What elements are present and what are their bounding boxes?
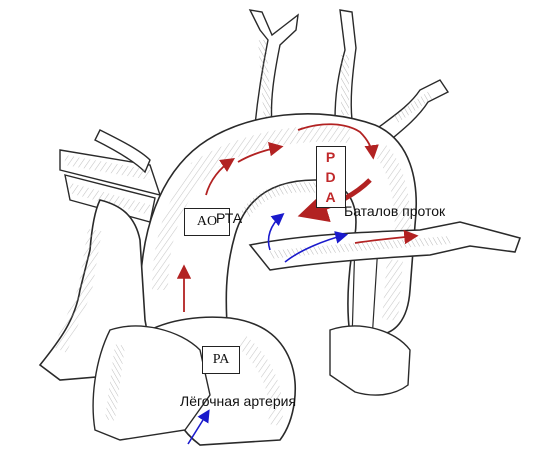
- blue-arrow-trunk: [187, 409, 210, 445]
- pa-label: PA: [212, 352, 230, 367]
- red-arrow-top-arch: [237, 142, 284, 163]
- aorta-label: РТА: [216, 210, 243, 226]
- pulmonary-artery-label: Лёгочная артерия: [180, 393, 297, 409]
- ao-label-box: AO: [184, 208, 230, 236]
- ao-label: AO: [196, 214, 218, 229]
- blue-arrow-left: [267, 212, 285, 251]
- pda-letter-a: A: [325, 189, 337, 205]
- red-arrow-descending: [354, 229, 419, 245]
- systemic-flow-arrows: [176, 123, 419, 312]
- pda-label-box: P D A: [316, 146, 346, 208]
- blue-arrow-right: [284, 231, 349, 263]
- red-arrow-arch-top-right: [297, 123, 379, 160]
- pulmonary-flow-arrows: [187, 212, 349, 445]
- pda-letter-p: P: [325, 149, 337, 165]
- red-arrow-left-arch: [205, 158, 235, 196]
- batalov-duct-label: Баталов проток: [344, 203, 446, 219]
- pda-letter-d: D: [325, 169, 337, 185]
- pa-label-box: PA: [202, 346, 240, 374]
